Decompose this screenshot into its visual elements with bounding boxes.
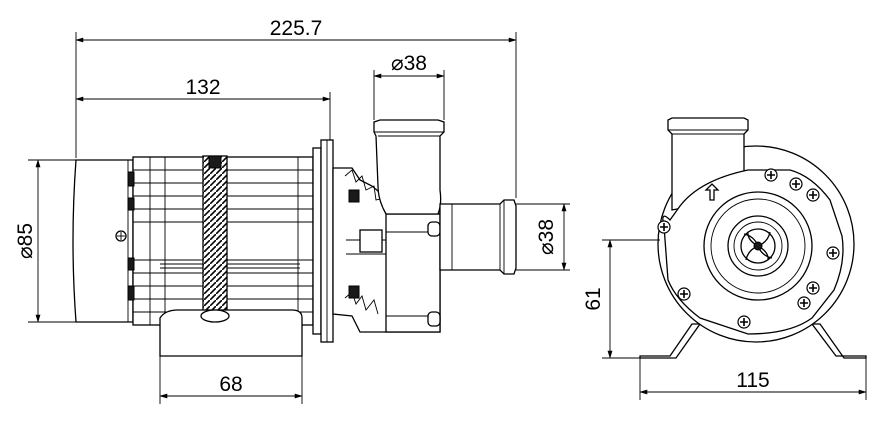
front-view-dimensions: 61 115 [582, 239, 867, 400]
screw-head-icon [737, 315, 751, 329]
screw-head-icon [677, 287, 691, 301]
screw-head-icon [826, 246, 840, 260]
clamp-band [202, 155, 228, 325]
dim-outlet-diameter: ⌀38 [391, 52, 427, 75]
screw-head-icon [789, 177, 803, 191]
dim-shaft-height: 61 [582, 287, 605, 310]
motor-flange [312, 147, 322, 335]
inlet-pipe [439, 199, 517, 275]
motor-end-cap [72, 159, 134, 323]
dim-overall-length: 225.7 [270, 17, 323, 40]
base-foot [159, 309, 303, 357]
dim-foot-span: 115 [736, 369, 769, 392]
right-foot [810, 323, 867, 359]
dim-base-width: 68 [219, 373, 242, 396]
front-view [639, 117, 867, 359]
outlet-pipe [373, 119, 445, 215]
flow-direction-arrow-icon [704, 183, 720, 201]
side-view [72, 119, 517, 357]
screw-head-icon [115, 230, 127, 242]
screw-head-icon [797, 296, 811, 310]
screw-head-icon [657, 168, 840, 329]
dim-motor-length: 132 [185, 76, 220, 99]
left-foot [639, 323, 702, 359]
screw-head-icon [806, 281, 820, 295]
impeller-icon [740, 228, 776, 264]
dim-inlet-diameter: ⌀38 [535, 219, 558, 255]
screw-head-icon [657, 220, 671, 234]
screw-head-icon [806, 188, 820, 202]
screw-head-icon [764, 168, 778, 182]
side-view-dimensions: 225.7 132 ⌀38 ⌀85 ⌀38 68 [14, 17, 570, 404]
dim-motor-diameter: ⌀85 [14, 223, 37, 259]
